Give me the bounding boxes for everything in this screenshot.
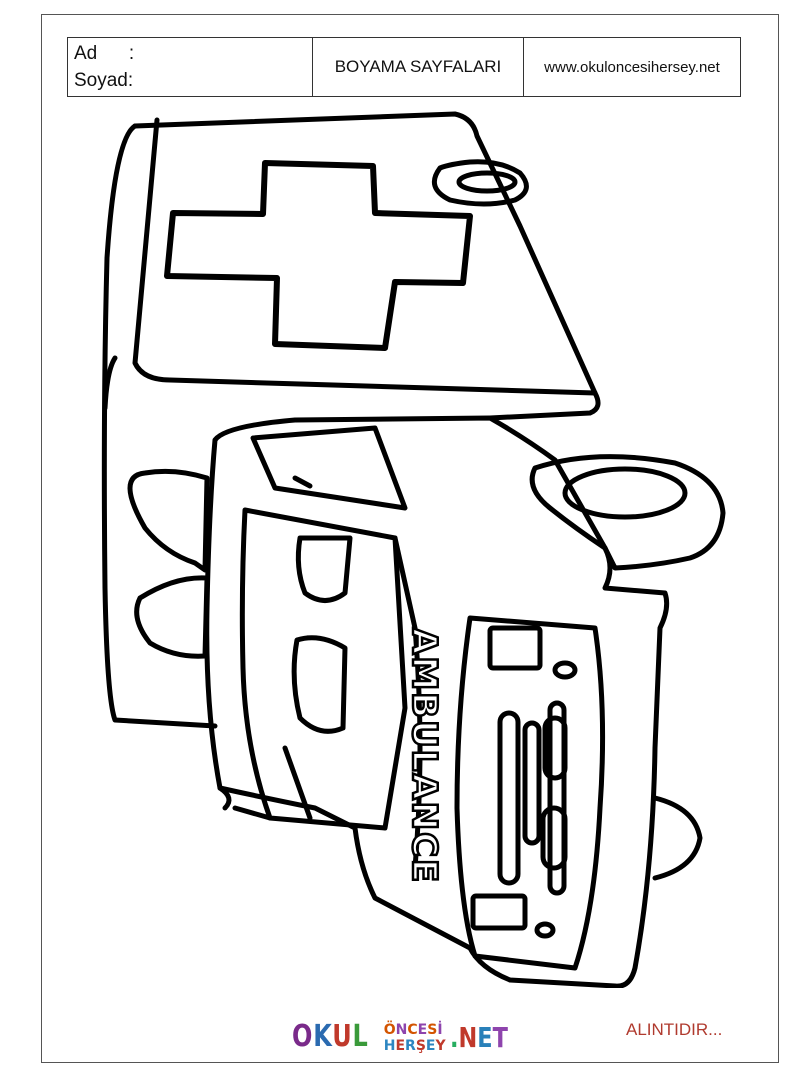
ambulance-box [132,111,601,421]
ambulance-box-top [132,117,598,396]
site-logo: OKUL ÖNCESİ HERŞEY .NET [292,1008,522,1054]
ambulance-label: AMBULANCE [404,628,444,884]
website-text: www.okuloncesihersey.net [544,58,720,76]
logo-okul: OKUL [292,1019,369,1054]
ad-label: Ad : [74,43,135,64]
front-wheel-lower [652,795,703,881]
page-title: BOYAMA SAYFALARI [334,57,502,76]
logo-net: .NET [449,1021,508,1054]
logo-middle: ÖNCESİ HERŞEY [383,1022,446,1054]
side-wheel [127,468,210,573]
page-border [41,14,779,1063]
title-cell: BOYAMA SAYFALARI [313,38,524,96]
ambulance-drawing: AMBULANCE [101,111,726,988]
cross-icon [164,160,473,351]
header-table: Ad : Soyad: BOYAMA SAYFALARI www.okulonc… [67,37,741,97]
website-cell: www.okuloncesihersey.net [524,38,740,96]
windshield [239,507,408,831]
source-note: ALINTIDIR... [626,1020,723,1039]
name-cell: Ad : Soyad: [68,38,313,96]
soyad-label: Soyad: [74,70,134,91]
grille [454,615,606,971]
front-wheel-upper [529,454,726,571]
side-window [250,425,408,511]
roof-light [431,159,529,207]
ambulance-box-side [101,123,218,729]
